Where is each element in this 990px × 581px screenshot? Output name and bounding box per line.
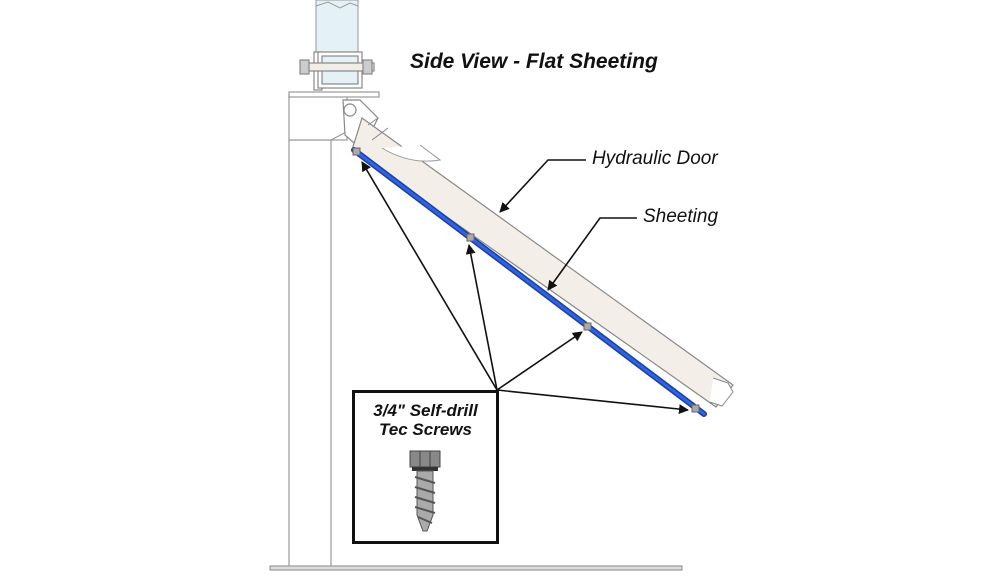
ground-base [269,565,683,571]
hinge-bracket [299,51,375,91]
sheeting-bar [351,147,707,417]
screw-callout-box: 3/4" Self-drill Tec Screws [352,390,499,544]
screw-callout-line1: 3/4" Self-drill [373,401,478,420]
screw-marker [583,322,592,331]
tec-screw-icon [409,450,441,532]
arrow-hydraulic-door [499,159,586,213]
hydraulic-door [351,117,734,408]
upper-pillar [315,0,359,59]
screw-callout-line2: Tec Screws [379,420,472,439]
hydraulic-door-label: Hydraulic Door [592,148,718,169]
support-post [288,91,380,567]
diagram-title: Side View - Flat Sheeting [410,50,658,73]
callout-arrows [361,159,689,415]
screw-marker [466,233,475,242]
arrow-screw-3 [496,331,583,391]
screw-marker [352,147,361,156]
screw-marker [691,404,700,413]
screw-callout-title: 3/4" Self-drill Tec Screws [355,401,496,439]
screw-markers [352,147,700,413]
sheeting-label: Sheeting [643,206,719,227]
arrow-sheeting [547,217,637,291]
arrow-screw-1 [361,161,498,391]
arrow-screw-2 [465,244,498,391]
arrow-screw-4 [496,389,689,415]
